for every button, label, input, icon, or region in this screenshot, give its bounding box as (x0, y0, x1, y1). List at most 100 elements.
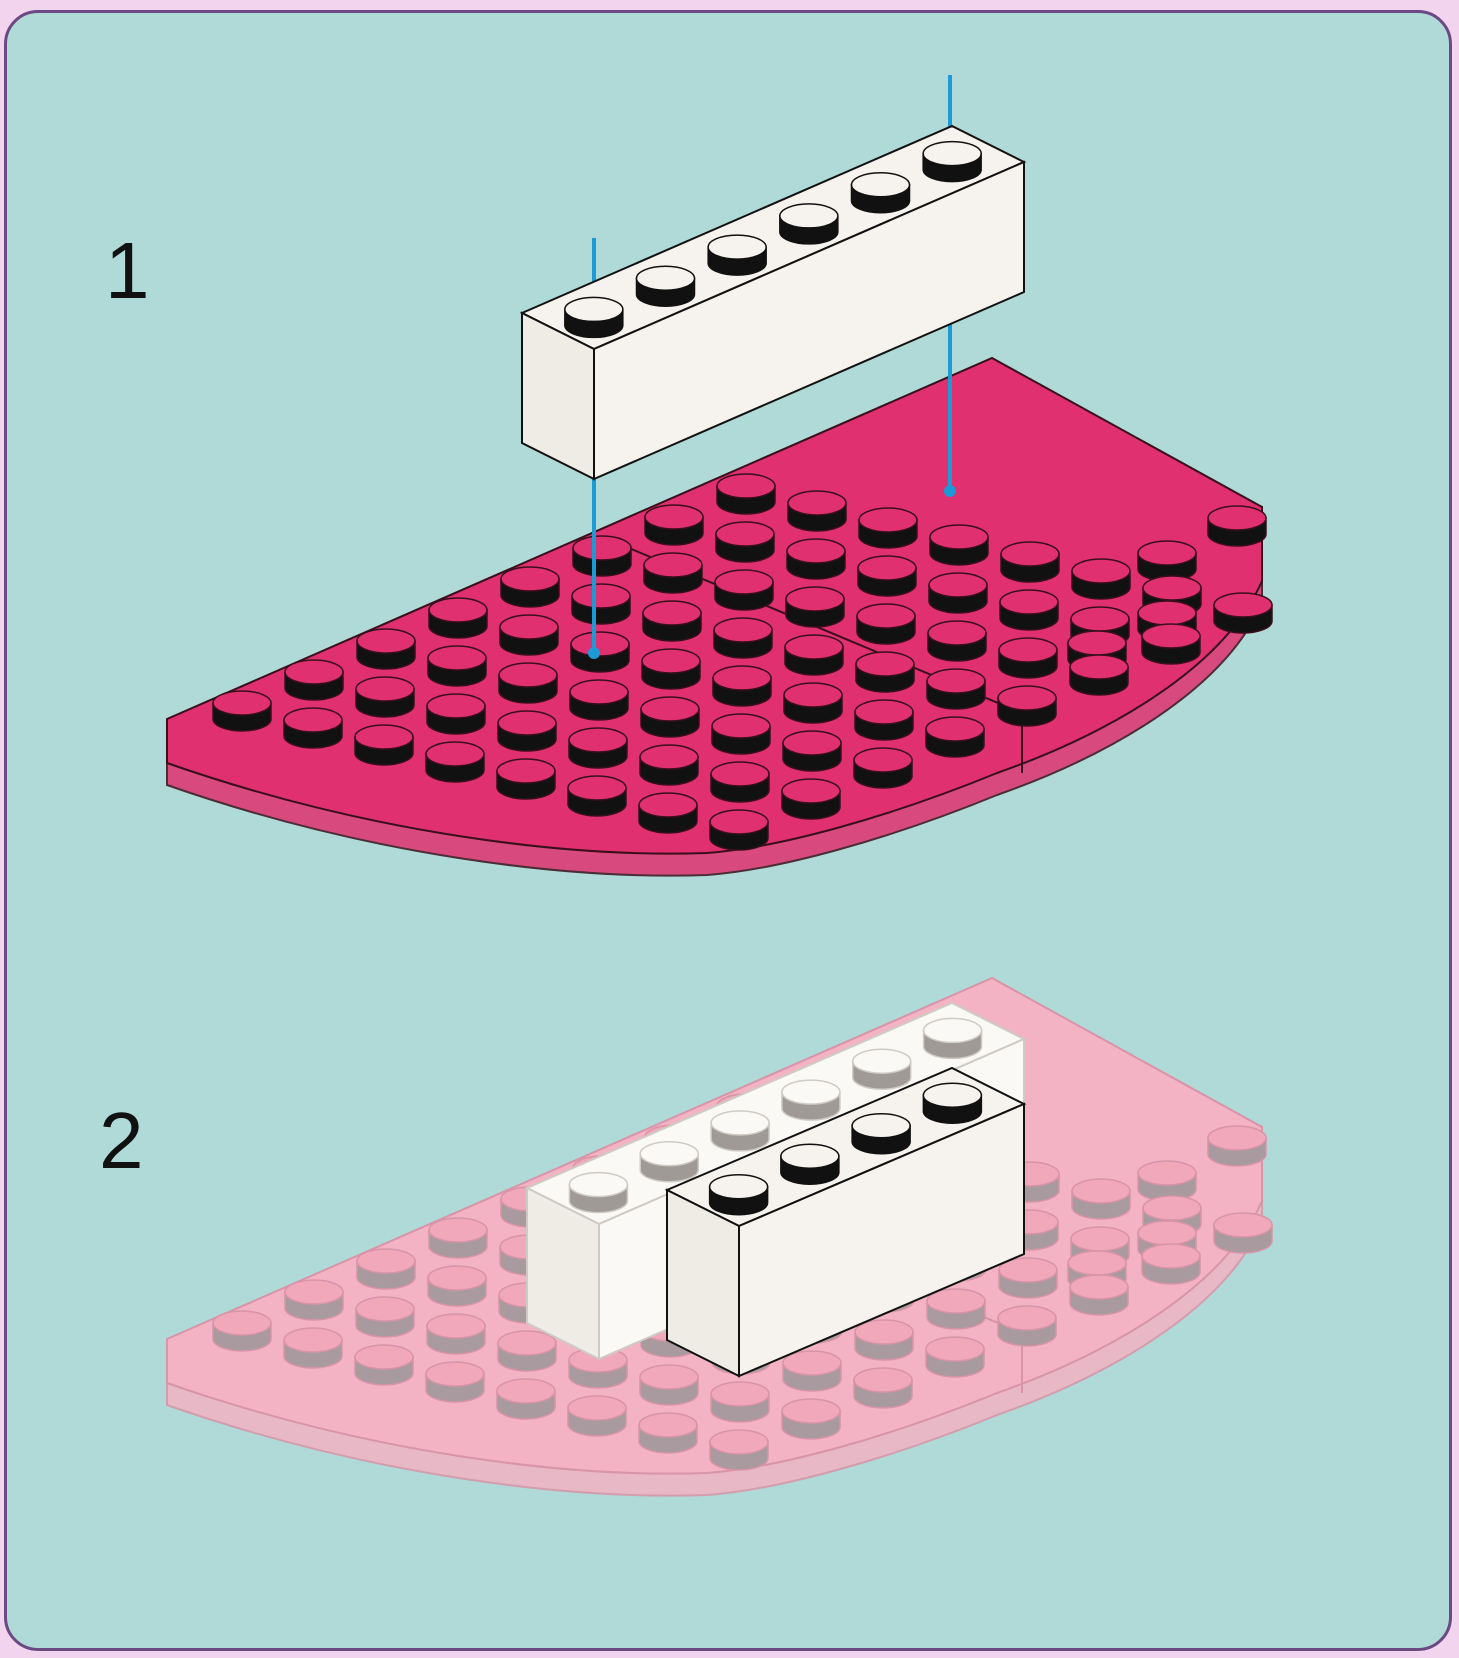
stud-icon (426, 742, 484, 782)
stud-icon (710, 1175, 768, 1215)
stud-icon (927, 1289, 985, 1329)
stud-icon (499, 663, 557, 703)
stud-icon (852, 1114, 910, 1154)
stud-icon (780, 204, 838, 244)
stud-icon (285, 1280, 343, 1320)
stud-icon (713, 666, 771, 706)
stud-icon (716, 522, 774, 562)
stud-icon (782, 1399, 840, 1439)
stud-icon (786, 587, 844, 627)
stud-icon (355, 725, 413, 765)
stud-icon (497, 1379, 555, 1419)
step-1-plate (167, 358, 1272, 876)
stud-icon (929, 573, 987, 613)
stud-icon (429, 1218, 487, 1258)
stud-icon (717, 474, 775, 514)
stud-icon (1070, 655, 1128, 695)
stud-icon (998, 686, 1056, 726)
stud-icon (568, 1396, 626, 1436)
stud-icon (497, 759, 555, 799)
stud-icon (357, 629, 415, 669)
stud-icon (859, 508, 917, 548)
stud-icon (781, 1144, 839, 1184)
stud-icon (1138, 1161, 1196, 1201)
stud-icon (782, 1080, 840, 1120)
stud-icon (637, 266, 695, 306)
stud-icon (782, 779, 840, 819)
stud-icon (569, 1173, 627, 1213)
stud-icon (1214, 593, 1272, 633)
stud-icon (1142, 1244, 1200, 1284)
stud-icon (1072, 1179, 1130, 1219)
stud-icon (783, 731, 841, 771)
stud-icon (999, 1258, 1057, 1298)
stud-icon (708, 235, 766, 275)
stud-icon (854, 748, 912, 788)
stud-icon (570, 680, 628, 720)
stud-icon (1208, 1126, 1266, 1166)
stud-icon (426, 1362, 484, 1402)
stud-icon (998, 1306, 1056, 1346)
stud-icon (924, 1018, 982, 1058)
stud-icon (285, 660, 343, 700)
stud-icon (855, 700, 913, 740)
stud-icon (854, 1368, 912, 1408)
stud-icon (711, 762, 769, 802)
stud-icon (427, 1314, 485, 1354)
stud-icon (498, 1331, 556, 1371)
stud-icon (428, 1266, 486, 1306)
stud-icon (572, 584, 630, 624)
stud-icon (857, 604, 915, 644)
stud-icon (284, 708, 342, 748)
stud-icon (711, 1382, 769, 1422)
stud-icon (853, 1049, 911, 1089)
stud-icon (641, 697, 699, 737)
stud-icon (785, 635, 843, 675)
stud-icon (926, 1337, 984, 1377)
stud-icon (858, 556, 916, 596)
stud-icon (712, 714, 770, 754)
stud-icon (1001, 542, 1059, 582)
stud-icon (642, 649, 700, 689)
stud-icon (355, 1345, 413, 1385)
stud-icon (357, 1249, 415, 1289)
stud-icon (427, 694, 485, 734)
stud-icon (1138, 541, 1196, 581)
stud-icon (500, 615, 558, 655)
stud-icon (1072, 559, 1130, 599)
stud-icon (568, 776, 626, 816)
stud-icon (640, 1142, 698, 1182)
stud-icon (639, 1413, 697, 1453)
stud-icon (428, 646, 486, 686)
stud-icon (855, 1320, 913, 1360)
stud-icon (1070, 1275, 1128, 1315)
stud-icon (643, 601, 701, 641)
stud-icon (429, 598, 487, 638)
stud-icon (787, 539, 845, 579)
stud-icon (569, 728, 627, 768)
stud-icon (711, 1111, 769, 1151)
stud-icon (498, 711, 556, 751)
stud-icon (639, 793, 697, 833)
stud-icon (356, 1297, 414, 1337)
stud-icon (571, 632, 629, 672)
stud-icon (501, 567, 559, 607)
stud-icon (284, 1328, 342, 1368)
instruction-panel: 1 2 (4, 10, 1452, 1651)
stud-icon (1214, 1213, 1272, 1253)
stud-icon (1142, 624, 1200, 664)
stud-icon (640, 745, 698, 785)
stud-icon (640, 1365, 698, 1405)
stud-icon (783, 1351, 841, 1391)
stud-icon (714, 618, 772, 658)
stud-icon (852, 173, 910, 213)
stud-icon (710, 810, 768, 850)
stud-icon (644, 553, 702, 593)
stud-icon (715, 570, 773, 610)
stud-icon (923, 1083, 981, 1123)
stud-icon (1000, 590, 1058, 630)
stud-icon (926, 717, 984, 757)
stud-icon (645, 505, 703, 545)
stud-icon (930, 525, 988, 565)
stud-icon (999, 638, 1057, 678)
